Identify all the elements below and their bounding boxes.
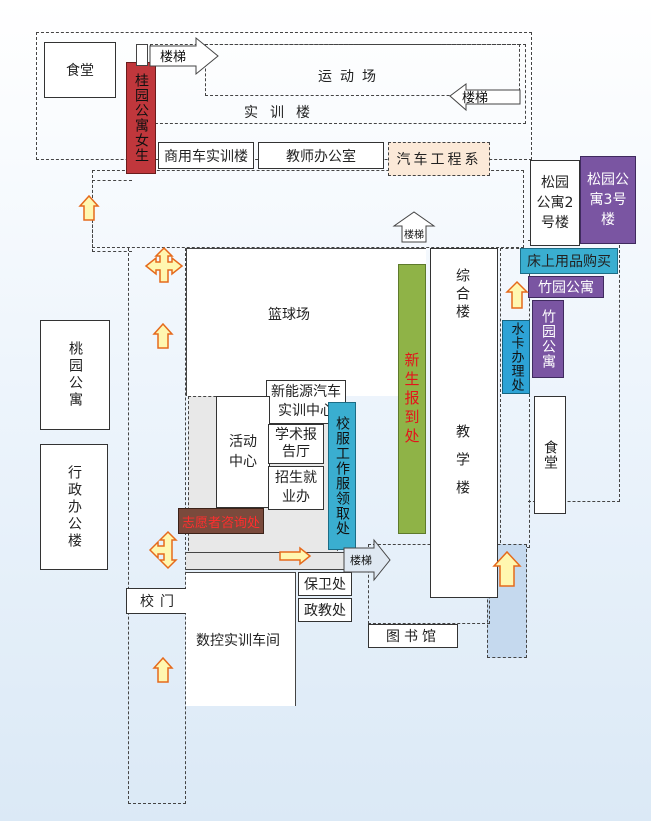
stairs-top-box	[136, 44, 148, 66]
guiyuan-female-label: 桂园公寓女生	[133, 73, 149, 163]
lower-road-strip	[186, 552, 366, 570]
canteen-east: 食堂	[534, 396, 566, 514]
water-card-office: 水卡办理处	[502, 320, 530, 394]
cnc-training-workshop	[186, 572, 296, 706]
lecture-hall-label: 学术报告厅	[275, 427, 317, 460]
taoyuan-label: 桃园公寓	[67, 341, 83, 409]
bedding-shop: 床上用品购买	[520, 248, 618, 274]
main-campus-outline	[92, 170, 524, 248]
library: 图书馆	[368, 624, 458, 648]
volunteer-consultation-desk: 志愿者咨询处	[178, 508, 264, 534]
guiyuan-female-apartment: 桂园公寓女生	[126, 62, 156, 174]
admissions-label: 招生就业办	[275, 470, 317, 505]
east-road-outline	[500, 248, 530, 548]
songyuan-2-label: 松园公寓2号楼	[536, 175, 574, 231]
auto-engineering-department: 汽车工程系	[388, 142, 490, 176]
songyuan-3-label: 松园公寓3号楼	[587, 172, 629, 228]
activity-center: 活动中心	[216, 396, 270, 508]
zhuyuan-apartment-1: 竹园公寓	[528, 276, 604, 298]
uniform-pickup-office: 校服工作服领取处	[328, 402, 356, 550]
cnc-workshop-label: 数控实训车间	[196, 633, 280, 649]
commercial-vehicle-training-building: 商用车实训楼	[158, 142, 254, 169]
admin-label: 行政办公楼	[66, 464, 82, 550]
new-student-registration: 新生报到处	[398, 264, 426, 534]
basketball-court-area	[186, 248, 426, 396]
political-education-office: 政教处	[298, 598, 352, 622]
songyuan-apartment-2: 松园公寓2号楼	[530, 160, 580, 246]
west-road-outline	[92, 180, 132, 252]
training-building-label: 实训楼	[244, 105, 322, 121]
activity-center-label: 活动中心	[229, 434, 257, 470]
water-card-label: 水卡办理处	[508, 322, 524, 392]
zhuyuan-2-label: 竹园公寓	[540, 309, 556, 369]
canteen-east-label: 食堂	[542, 440, 558, 470]
canteen-west: 食堂	[44, 42, 116, 98]
new-energy-label: 新能源汽车实训中心	[271, 384, 341, 419]
composite-teaching-building	[430, 248, 498, 598]
teaching-building-label: 教学楼	[454, 424, 470, 508]
taoyuan-apartment: 桃园公寓	[40, 320, 110, 430]
teachers-office: 教师办公室	[258, 142, 384, 169]
sports-field-label: 运动场	[318, 69, 384, 85]
composite-building-label: 综合楼	[454, 268, 470, 322]
school-gate: 校门	[126, 588, 194, 614]
zhuyuan-apartment-2: 竹园公寓	[532, 300, 564, 378]
academic-lecture-hall: 学术报告厅	[268, 424, 324, 464]
administration-building: 行政办公楼	[40, 444, 108, 570]
security-office: 保卫处	[298, 572, 352, 596]
basketball-court-label: 篮球场	[268, 307, 310, 323]
songyuan-apartment-3: 松园公寓3号楼	[580, 156, 636, 244]
uniform-pickup-label: 校服工作服领取处	[334, 416, 350, 536]
registration-label: 新生报到处	[402, 351, 421, 447]
admissions-employment-office: 招生就业办	[268, 466, 324, 510]
